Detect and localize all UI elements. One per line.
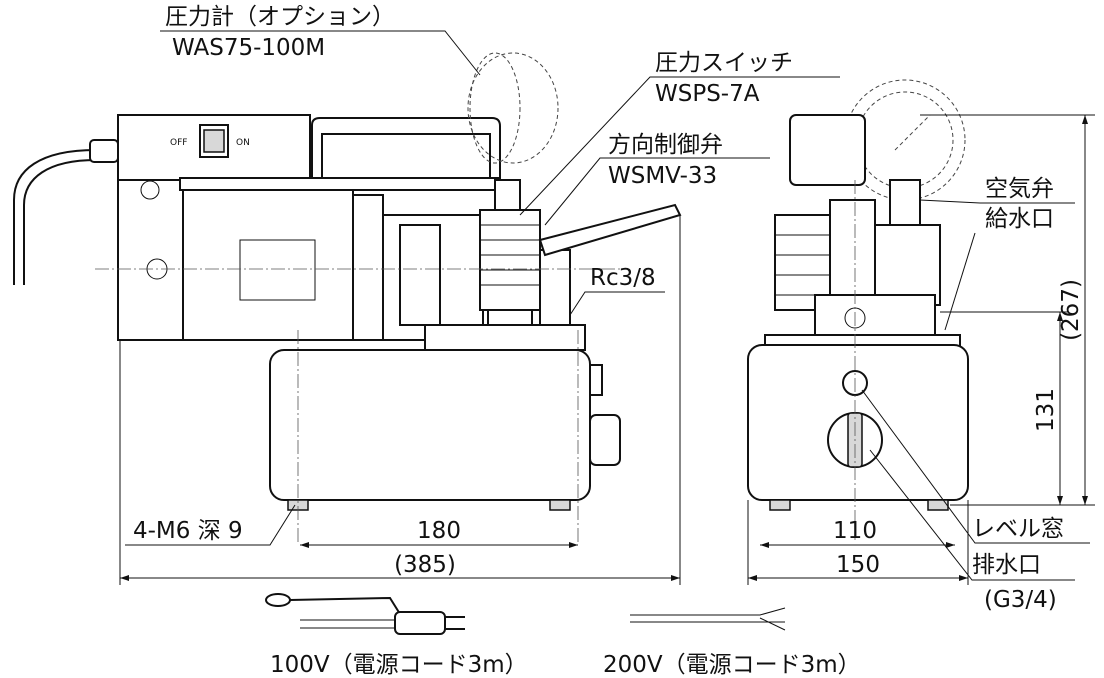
oil-tank (269, 349, 591, 501)
switch-on-label: ON (236, 138, 250, 148)
front-view: OFF ON (13, 52, 682, 545)
fill-port-label: 給水口 (985, 206, 1054, 232)
dimensions: 180 (385) 110 150 (267) 131 (119, 115, 1088, 585)
switch-model: WSPS-7A (655, 81, 760, 107)
cord-100v: 100V（電源コード3m） (265, 593, 528, 678)
cord-200v-label: 200V（電源コード3m） (603, 652, 861, 678)
cord-100v-label: 100V（電源コード3m） (270, 652, 528, 678)
drain-port-label: 排水口 (972, 552, 1041, 578)
switch-off-label: OFF (170, 138, 187, 148)
level-window-label: レベル窓 (972, 516, 1064, 542)
dim-131: 131 (1033, 388, 1059, 432)
port-label: Rc3/8 (590, 265, 656, 291)
dim-150: 150 (836, 552, 880, 578)
valve-name: 方向制御弁 (608, 132, 723, 158)
pressure-switch (479, 209, 541, 311)
gauge-name: 圧力計（オプション） (165, 4, 395, 30)
mount-holes-label: 4-M6 深 9 (133, 518, 243, 544)
pressure-gauge-optional (467, 52, 559, 164)
air-valve-label: 空気弁 (985, 176, 1054, 202)
dim-110: 110 (833, 518, 877, 544)
annotations: 圧力計（オプション） WAS75-100M 圧力スイッチ WSPS-7A 方向制… (125, 4, 1090, 613)
power-cord (13, 149, 97, 285)
cord-200v: 200V（電源コード3m） (603, 607, 861, 678)
switch-name: 圧力スイッチ (655, 50, 793, 76)
dim-385: (385) (394, 552, 456, 578)
gauge-model: WAS75-100M (172, 35, 325, 61)
valve-lever (538, 203, 682, 257)
drain-thread-label: (G3/4) (984, 587, 1057, 613)
dim-267: (267) (1058, 279, 1084, 341)
dim-180: 180 (417, 518, 461, 544)
side-view (747, 79, 1095, 540)
motor (182, 189, 354, 341)
valve-model: WSMV-33 (608, 163, 717, 189)
plug-icon (394, 611, 446, 635)
